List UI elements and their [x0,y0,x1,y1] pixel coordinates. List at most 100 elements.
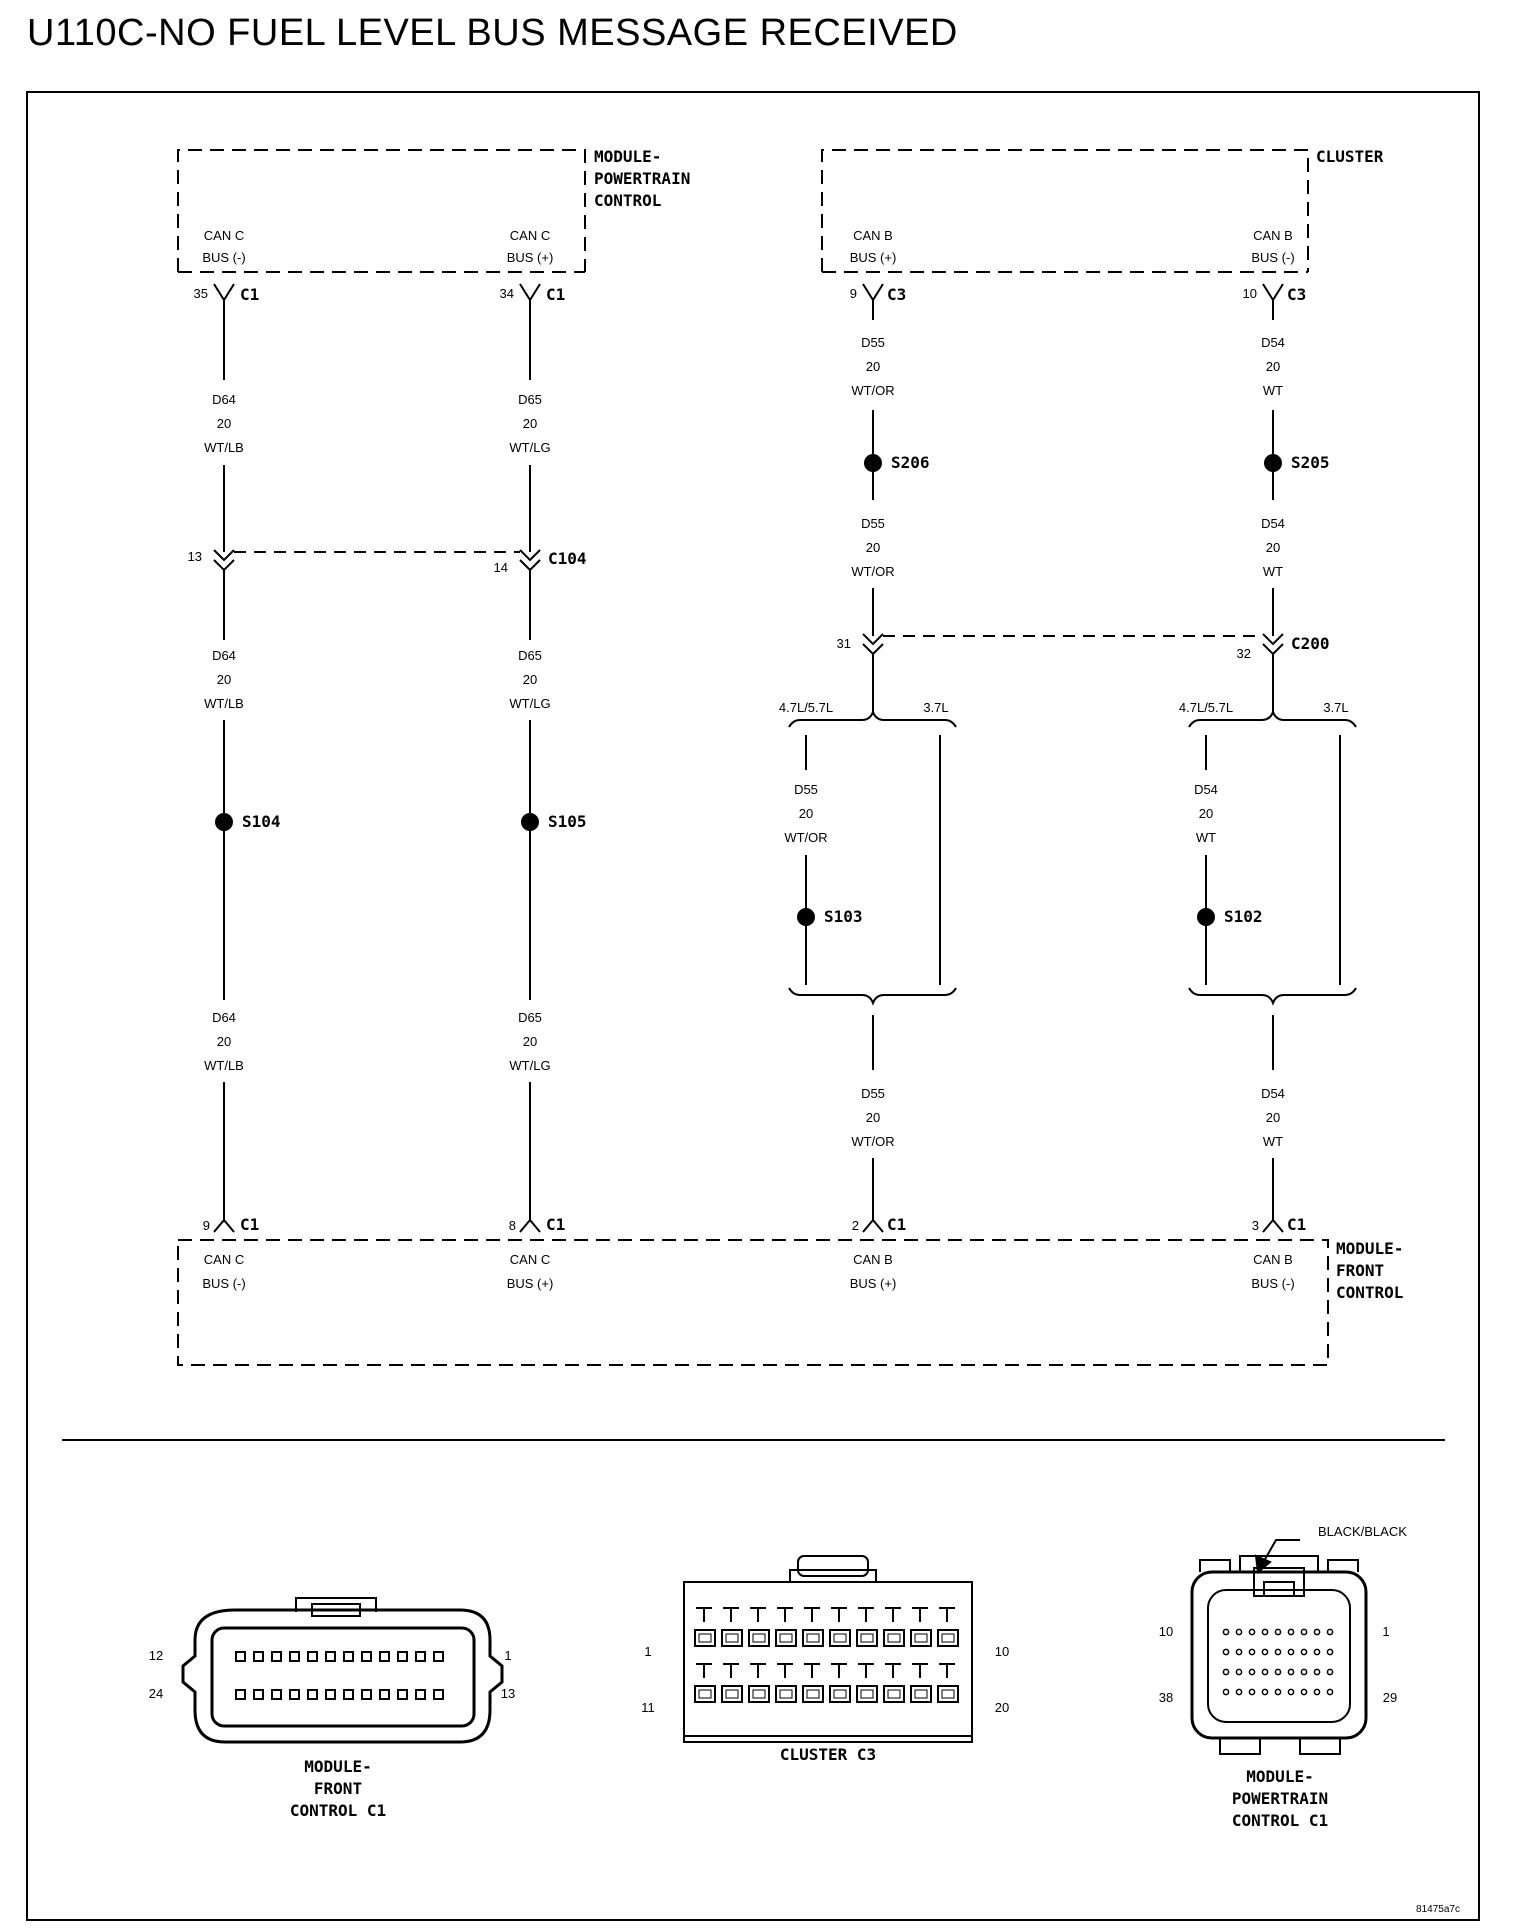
pcm-c1-pin-cavity [1261,1628,1269,1636]
pcm-c1-callout-label: BLACK/BLACK [1318,1524,1407,1539]
s103-splice-dot [797,908,815,926]
pcm-module-name: MODULE- POWERTRAIN CONTROL [594,147,690,210]
d54-wire-line-2: 20 [1266,359,1280,374]
pcm-c1-pin-cavity [1248,1628,1256,1636]
cluster-c3-pin-cavity [721,1685,743,1703]
d65-bottom-terminal [519,1218,541,1233]
s102-splice-label: S102 [1224,907,1263,926]
pcm-c1-pin-cavity [1261,1688,1269,1696]
d54-top-connector: C3 [1287,285,1306,304]
cluster-c3-pin-cavity [937,1685,959,1703]
cluster-c3-pin-bottom-left: 11 [641,1700,655,1715]
d54-branch-wire-line-3: WT [1196,830,1216,845]
fcm-module-name: MODULE- FRONT CONTROL [1336,1239,1403,1302]
d64-wire3-line-1: D64 [212,1010,236,1025]
d55-cluster-bus-line-2: BUS (+) [850,250,897,265]
d54-wire2-line-1: D54 [1261,516,1285,531]
s103-splice-label: S103 [824,907,863,926]
cluster-c3-pin-contact [725,1633,739,1643]
pcm-c1-pin-cavity [1326,1648,1334,1656]
d54-branch-wire-line-1: D54 [1194,782,1218,797]
d55-wire2-line-2: 20 [866,540,880,555]
pcm-c1-pin-cavity [1300,1628,1308,1636]
d54-branch-wire-line-2: 20 [1199,806,1213,821]
d65-wire3-line-1: D65 [518,1010,542,1025]
d65-wire2-line-2: 20 [523,672,537,687]
d55-bottom-terminal [862,1218,884,1233]
pcm-c1-pin-cavity [1326,1668,1334,1676]
cluster-c3-pin-cavity [910,1685,932,1703]
d65-inline-pin: 14 [494,560,508,575]
fcm-c1-pin-cavity [289,1689,300,1700]
d65-top-pin: 34 [500,286,514,301]
cluster-c3-pin-contact [698,1633,712,1643]
fcm-c1-pin-cavity [289,1651,300,1662]
d54-cluster-bus-line-2: BUS (-) [1251,250,1294,265]
fcm-c1-pin-cavity [253,1651,264,1662]
pcm-c1-pin-cavity [1313,1668,1321,1676]
cluster-c3-pin-cavity [937,1629,959,1647]
cluster-module-name: CLUSTER [1316,147,1384,166]
cluster-c3-pin-contact [941,1689,955,1699]
cluster-c3-pin-cavity [721,1629,743,1647]
pcm-c1-label-line-1: MODULE- [1246,1767,1313,1786]
pcm-c1-pin-cavity [1326,1688,1334,1696]
d64-wire-line-2: 20 [217,416,231,431]
fcm-c1-pin-cavity [361,1651,372,1662]
d54-inline-pin: 32 [1237,646,1251,661]
d64-bottom-pin: 9 [203,1218,210,1233]
cluster-c3-pin-cavity [910,1629,932,1647]
fcm-d64-bus-line-2: BUS (-) [202,1276,245,1291]
fcm-c1-pin-top-right: 1 [504,1648,511,1663]
d54-wire3-line-1: D54 [1261,1086,1285,1101]
pcm-c1-pin-cavity [1300,1688,1308,1696]
fcm-c1-pin-cavity [235,1651,246,1662]
pcm-c1-pin-bottom-left: 38 [1159,1690,1173,1705]
d64-bottom-terminal [213,1218,235,1233]
d54-wire-line-3: WT [1263,383,1283,398]
cluster-module-box [821,149,1309,273]
d55-branch-right-label: 3.7L [923,700,948,715]
pcm-c1-pin-cavity [1248,1648,1256,1656]
fcm-c1-pin-cavity [343,1651,354,1662]
c104-connector-label: C104 [548,549,587,568]
cluster-c3-pin-contact [833,1633,847,1643]
d55-inline-connector [862,633,884,656]
d54-wire2-line-3: WT [1263,564,1283,579]
cluster-c3-pin-latch [723,1663,739,1678]
pcm-c1-pin-cavity [1300,1668,1308,1676]
d64-inline-pin: 13 [188,549,202,564]
cluster-c3-pin-latch [777,1663,793,1678]
pcm-c1-pin-cavity [1222,1688,1230,1696]
fcm-c1-pin-cavity [415,1689,426,1700]
fcm-name-line-2: FRONT [1336,1261,1384,1280]
s105-splice-label: S105 [548,812,587,831]
d64-pcm-bus-line-1: CAN C [204,228,244,243]
d55-merge-brace [788,987,957,1006]
circuit-d54: CAN B BUS (-) 10 C3 D54 20 WT S205 D54 2… [1179,228,1357,1291]
cluster-c3-pin-array [694,1607,959,1703]
fcm-c1-pin-cavity [433,1651,444,1662]
cluster-c3-pin-cavity [829,1685,851,1703]
pcm-c1-pin-cavity [1222,1668,1230,1676]
fcm-c1-pin-array [235,1651,444,1700]
fcm-d65-bus-line-1: CAN C [510,1252,550,1267]
s205-splice-dot [1264,454,1282,472]
cluster-c3-pin-contact [752,1633,766,1643]
fcm-c1-label-line-1: MODULE- [304,1757,371,1776]
fcm-c1-pin-cavity [397,1651,408,1662]
pcm-c1-pin-cavity [1222,1648,1230,1656]
cluster-c3-pin-latch [696,1663,712,1678]
d54-top-fork [1262,283,1284,320]
cluster-c3-pin-latch [831,1663,847,1678]
d64-wire2-line-1: D64 [212,648,236,663]
s206-splice-dot [864,454,882,472]
cluster-c3-pin-latch [912,1663,928,1678]
pcm-c1-pin-cavity [1287,1628,1295,1636]
pcm-c1-pin-cavity [1261,1668,1269,1676]
d65-wire3-line-3: WT/LG [509,1058,550,1073]
pcm-c1-pin-cavity [1235,1648,1243,1656]
d65-pcm-bus-line-1: CAN C [510,228,550,243]
fcm-d55-bus-line-1: CAN B [853,1252,893,1267]
d55-top-connector: C3 [887,285,906,304]
